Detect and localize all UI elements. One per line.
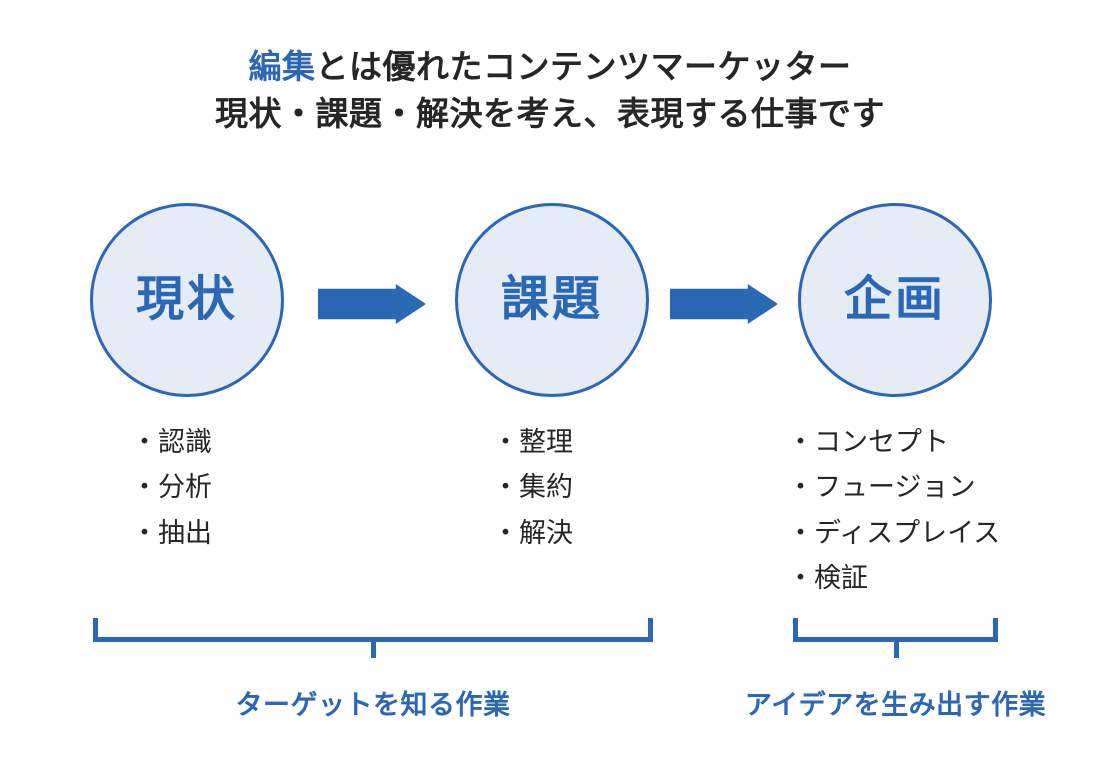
bracket-stem xyxy=(371,641,376,658)
list-item: ・ディスプレイス xyxy=(787,517,1001,548)
list-item: ・分析 xyxy=(131,472,212,503)
title-line-1-rest: とは優れたコンテンツマーケッター xyxy=(315,48,852,85)
list-item: ・コンセプト xyxy=(787,427,949,457)
stage-circle-kadai: 課題 xyxy=(455,203,649,397)
stage-circle-kikaku: 企画 xyxy=(798,203,992,397)
stage-items-kadai: ・整理 ・集約 ・解決 xyxy=(492,420,573,556)
title-line-2: 現状・課題・解決を考え、表現する仕事です xyxy=(215,94,885,132)
bracket-leg-right xyxy=(648,618,653,642)
title-accent-word: 編集 xyxy=(248,48,316,85)
stage-circle-label: 企画 xyxy=(843,273,946,326)
list-item: ・整理 xyxy=(492,427,573,457)
group-bracket-left xyxy=(93,618,653,658)
group-caption-right: アイデアを生み出す作業 xyxy=(744,690,1047,720)
group-bracket-right xyxy=(793,618,998,658)
list-item: ・検証 xyxy=(787,563,868,594)
bracket-bar xyxy=(93,637,653,642)
stage-circle-genjo: 現状 xyxy=(90,203,284,397)
bracket-stem xyxy=(893,641,899,658)
title-line-1: 編集とは優れたコンテンツマーケッター xyxy=(0,44,1100,91)
stage-items-kikaku: ・コンセプト ・フュージョン ・ディスプレイス ・検証 xyxy=(787,420,1000,601)
bracket-leg-left xyxy=(93,618,98,642)
arrow-right-icon xyxy=(318,284,426,324)
list-item: ・解決 xyxy=(492,517,573,548)
bracket-bar xyxy=(793,637,998,642)
group-caption-left: ターゲットを知る作業 xyxy=(235,690,511,720)
stage-items-genjo: ・認識 ・分析 ・抽出 xyxy=(131,420,212,556)
title-block: 編集とは優れたコンテンツマーケッター 現状・課題・解決を考え、表現する仕事です xyxy=(0,44,1100,138)
list-item: ・抽出 xyxy=(131,517,212,548)
bracket-leg-left xyxy=(793,618,798,642)
list-item: ・フュージョン xyxy=(787,472,976,503)
stage-circle-label: 現状 xyxy=(135,273,238,326)
list-item: ・集約 xyxy=(492,472,573,503)
bracket-leg-right xyxy=(993,618,998,642)
stage-circle-label: 課題 xyxy=(500,273,603,326)
arrow-right-icon xyxy=(670,284,778,324)
list-item: ・認識 xyxy=(131,427,212,457)
